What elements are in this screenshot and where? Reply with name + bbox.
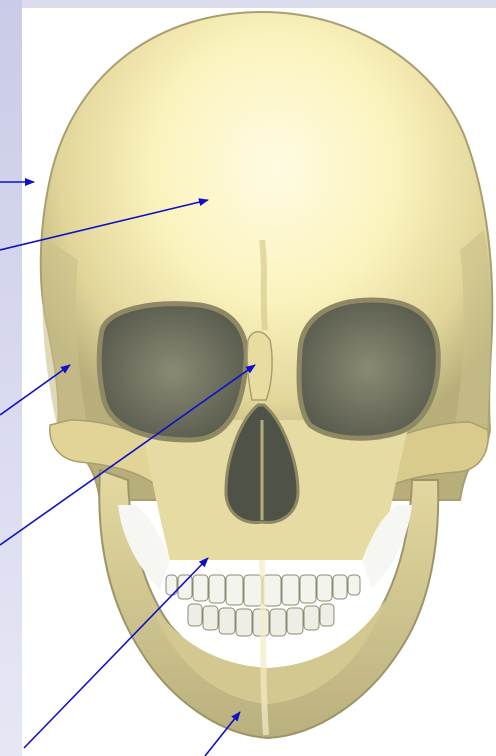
nasal-bones: [247, 332, 272, 400]
orbit-left: [99, 304, 246, 440]
chin-midline: [262, 560, 266, 735]
frontal-suture-hint: [262, 240, 265, 330]
orbit-right: [299, 300, 438, 438]
